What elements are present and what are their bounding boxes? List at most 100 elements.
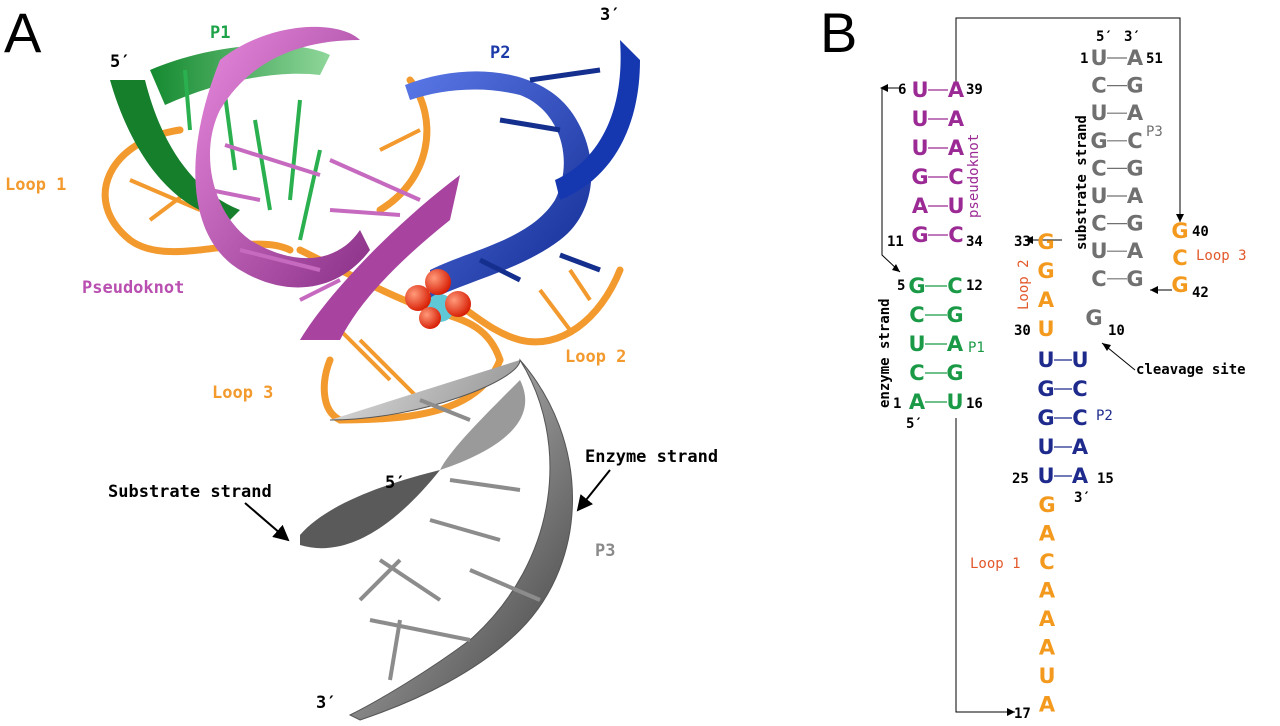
num-42: 42 [1192,285,1209,301]
p3-right-nt: G [1126,74,1143,98]
p3-left-nt: U [1090,184,1107,208]
b-label-p1: P1 [968,340,985,356]
loop3-nt: G [1171,273,1188,297]
loop1-nt: A [1039,693,1056,717]
label-3prime-top: 3′ [600,5,620,25]
loop1-nt: G [1038,493,1055,517]
pk-right-nt: C [948,165,963,189]
num-30: 30 [1014,323,1031,339]
b-label-p2: P2 [1096,408,1113,424]
b-label-loop3: Loop 3 [1196,248,1247,264]
pk-left-nt: G [911,223,928,247]
metal-ion-cluster [405,269,471,329]
p3-right-nt: C [1127,129,1142,153]
loop1-nt: C [1039,550,1054,574]
b-label-enzyme-strand: enzyme strand [877,298,893,408]
label-substrate-strand: Substrate strand [108,482,272,502]
pk-left-nt: U [911,136,928,160]
p1-left-nt: C [909,361,924,385]
num-6: 6 [898,82,906,98]
pk-left-nt: G [911,165,928,189]
p2-right-nt: A [1072,435,1089,459]
p3-right-nt: A [1127,101,1144,125]
loop1-nt: A [1039,522,1056,546]
num-25: 25 [1012,471,1029,487]
p2-left-nt: U [1037,464,1054,488]
b-label-loop2: Loop 2 [1016,259,1032,310]
p2-right-nt: U [1071,348,1088,372]
p1-left-nt: A [909,390,926,414]
p3-right-nt: G [1126,212,1143,236]
p3-right-nt: G [1126,267,1143,291]
loop1-nt: A [1039,579,1056,603]
pk-right-nt: A [948,78,965,102]
p1-right-nt: U [946,390,963,414]
prime-5-enzyme: 5′ [906,416,923,432]
p3-left-nt: U [1090,239,1107,263]
p3-left-nt: G [1090,129,1107,153]
p3-left-nt: U [1090,46,1107,70]
pseudoknot-helix [195,26,460,340]
num-10: 10 [1108,323,1125,339]
num-12: 12 [966,278,983,294]
panel-a-letter: A [4,1,42,64]
num-34: 34 [966,234,983,250]
pk-right-nt: C [948,223,963,247]
p3-left-nt: C [1091,212,1106,236]
num-11: 11 [887,234,904,250]
loop1-nt: U [1038,664,1055,688]
loop1-nt: A [1039,607,1056,631]
loop1-nt: A [1039,636,1056,660]
label-loop2: Loop 2 [565,347,626,367]
pk-left-nt: U [911,107,928,131]
num-33: 33 [1014,234,1031,250]
p1-right-nt: G [946,303,963,327]
pk-right-nt: A [948,107,965,131]
p3-left-nt: U [1090,101,1107,125]
prime-3-p2: 3′ [1074,490,1091,506]
prime-5-top: 5′ [1096,29,1113,45]
p1-right-nt: C [947,274,962,298]
p2-left-nt: U [1037,435,1054,459]
p3-helix [300,358,573,721]
num-1-enzyme: 1 [893,396,901,412]
arrow-enzyme [576,469,611,512]
p3-right-nt: A [1127,184,1144,208]
loop3-nt: C [1172,246,1187,270]
p2-helix [405,40,640,301]
loop3-nt: G [1171,219,1188,243]
label-p1: P1 [210,23,230,43]
label-5prime-top: 5′ [110,52,130,72]
pk-right-nt: A [948,136,965,160]
p2-right-nt: A [1072,464,1089,488]
b-label-p3: P3 [1146,124,1163,140]
num-15: 15 [1097,471,1114,487]
p2-left-nt: U [1037,348,1054,372]
label-loop3: Loop 3 [212,383,273,403]
num-39: 39 [966,82,983,98]
panel-a: A [4,1,718,721]
p1-left-nt: G [908,274,925,298]
panel-b-letter: B [820,1,857,64]
p3-left-nt: C [1091,156,1106,180]
p3-right-nt: G [1126,156,1143,180]
loop2-nt: U [1037,317,1054,341]
label-enzyme-strand: Enzyme strand [585,447,718,467]
num-16: 16 [966,396,983,412]
p2-right-nt: C [1072,377,1087,401]
p3-right-nt: A [1127,239,1144,263]
num-40: 40 [1192,224,1209,240]
p1-left-nt: U [908,332,925,356]
connector-lines [881,17,1181,713]
b-label-loop1: Loop 1 [970,556,1021,572]
prime-3-top: 3′ [1124,29,1141,45]
b-label-substrate-strand: substrate strand [1074,115,1090,250]
pk-left-nt: U [911,78,928,102]
loop2-nt: G [1037,230,1054,254]
pk-right-nt: U [947,194,964,218]
label-5prime-mid: 5′ [385,473,405,493]
loop2-nt: G [1037,259,1054,283]
p1-left-nt: C [909,303,924,327]
